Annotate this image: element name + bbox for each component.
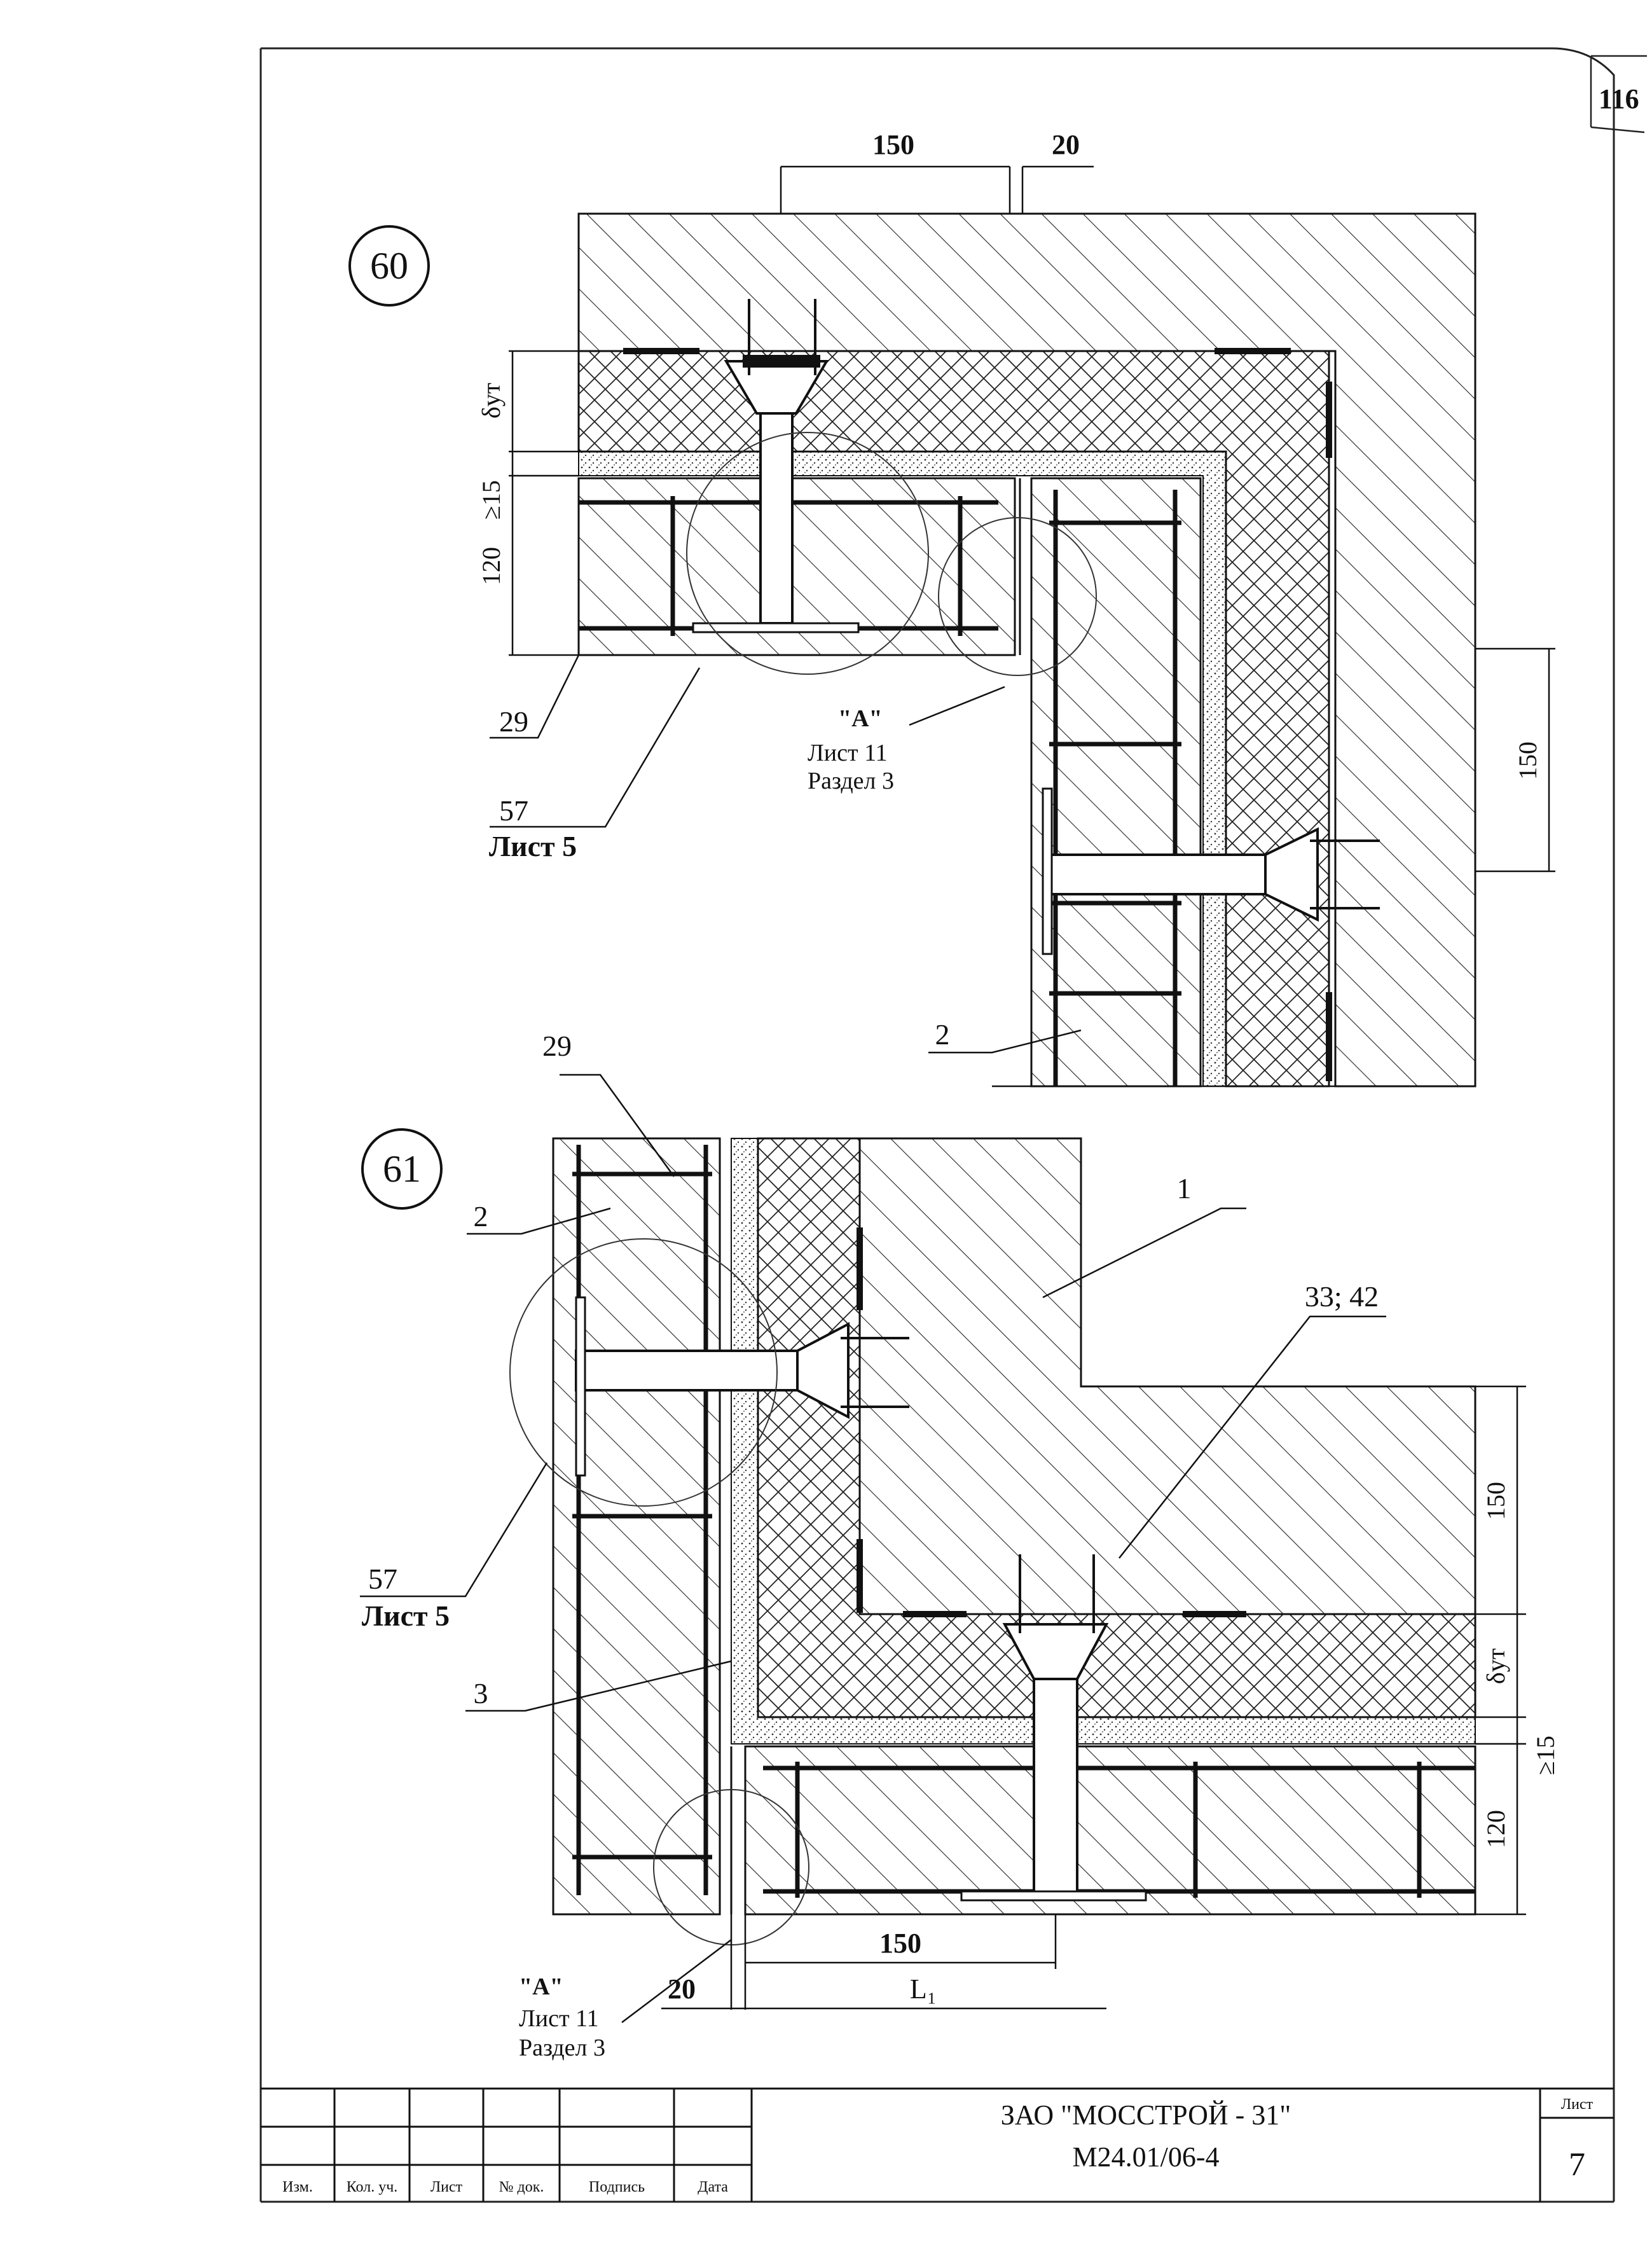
callout-61-A: "А" (519, 1973, 563, 2000)
sheet-frame (259, 47, 1647, 2203)
dim-60-h120: 120 (477, 547, 506, 585)
detail-60-marker (348, 225, 430, 307)
callout-60-57-sheet: Лист 5 (489, 830, 577, 862)
facade-panel-h-61 (744, 1745, 1476, 1916)
callout-60-A-sheet: Лист 11 (808, 740, 888, 766)
col-izm: Изм. (282, 2179, 313, 2195)
callout-60-A-section: Раздел 3 (808, 768, 894, 794)
anchor-left-61 (575, 1322, 909, 1420)
concrete-wall-61 (858, 1137, 1476, 1615)
dim-60-right-150: 150 (1513, 742, 1542, 780)
callout-61-2: 2 (474, 1200, 488, 1233)
sheet-number: 7 (1569, 2146, 1585, 2183)
col-doc-no: № док. (499, 2179, 544, 2195)
detail-61-marker (361, 1128, 443, 1210)
callout-61-A-section: Раздел 3 (519, 2034, 605, 2061)
detail-61-number: 61 (383, 1148, 421, 1190)
callout-60-A: "А" (838, 705, 883, 732)
rebar-v-61 (572, 1145, 712, 1895)
callout-61-33-42: 33; 42 (1305, 1280, 1379, 1313)
callout-61-57: 57 (368, 1563, 397, 1595)
col-signature: Подпись (589, 2179, 645, 2195)
anchor-bottom-61 (1002, 1554, 1109, 1896)
col-kol-uch: Кол. уч. (347, 2179, 398, 2195)
dim-61-bot-20: 20 (668, 1973, 696, 2005)
dim-60-top-20: 20 (1052, 129, 1080, 160)
sheet-number-top: 116 (1599, 83, 1639, 114)
callout-61-57-sheet: Лист 5 (362, 1599, 450, 1632)
callout-60-57: 57 (499, 794, 528, 827)
detail-60: 60 (348, 129, 1555, 1088)
rebar-v-60 (1049, 490, 1181, 1086)
dim-61-bot-150: 150 (879, 1928, 921, 1959)
dim-61-h120: 120 (1482, 1810, 1510, 1848)
company-name: ЗАО "МОССТРОЙ - 31" (1001, 2099, 1291, 2131)
anchor-top-60 (724, 299, 829, 625)
title-block (261, 2087, 1614, 2202)
title-block-columns: Изм. Кол. уч. Лист № док. Подпись Дата (282, 2179, 728, 2195)
callout-60-2: 2 (935, 1018, 950, 1051)
dim-60-ge15: ≥15 (477, 480, 506, 520)
callout-61-3: 3 (474, 1677, 488, 1710)
dim-61-d-ut: δут (1482, 1648, 1510, 1684)
dim-61-L1: L₁ (910, 1973, 937, 2005)
dim-60-top-150: 150 (872, 129, 914, 160)
detail-60-number: 60 (370, 245, 408, 287)
col-date: Дата (698, 2179, 728, 2195)
dim-61-ge15: ≥15 (1531, 1736, 1560, 1775)
callout-60-29: 29 (499, 705, 528, 738)
callout-61-A-sheet: Лист 11 (519, 2005, 599, 2032)
anchor-right-60 (1049, 827, 1380, 922)
detail-61: 61 (360, 1030, 1560, 2061)
callout-61-1: 1 (1177, 1172, 1192, 1205)
dim-61-right-150: 150 (1482, 1482, 1510, 1520)
document-code: М24.01/06-4 (1073, 2141, 1220, 2173)
dim-60-d-ut: δут (477, 383, 506, 418)
callout-61-29: 29 (542, 1030, 572, 1062)
facade-panel-v-61 (552, 1137, 721, 1916)
sheet-label: Лист (1561, 2096, 1593, 2113)
col-list: Лист (430, 2179, 463, 2195)
